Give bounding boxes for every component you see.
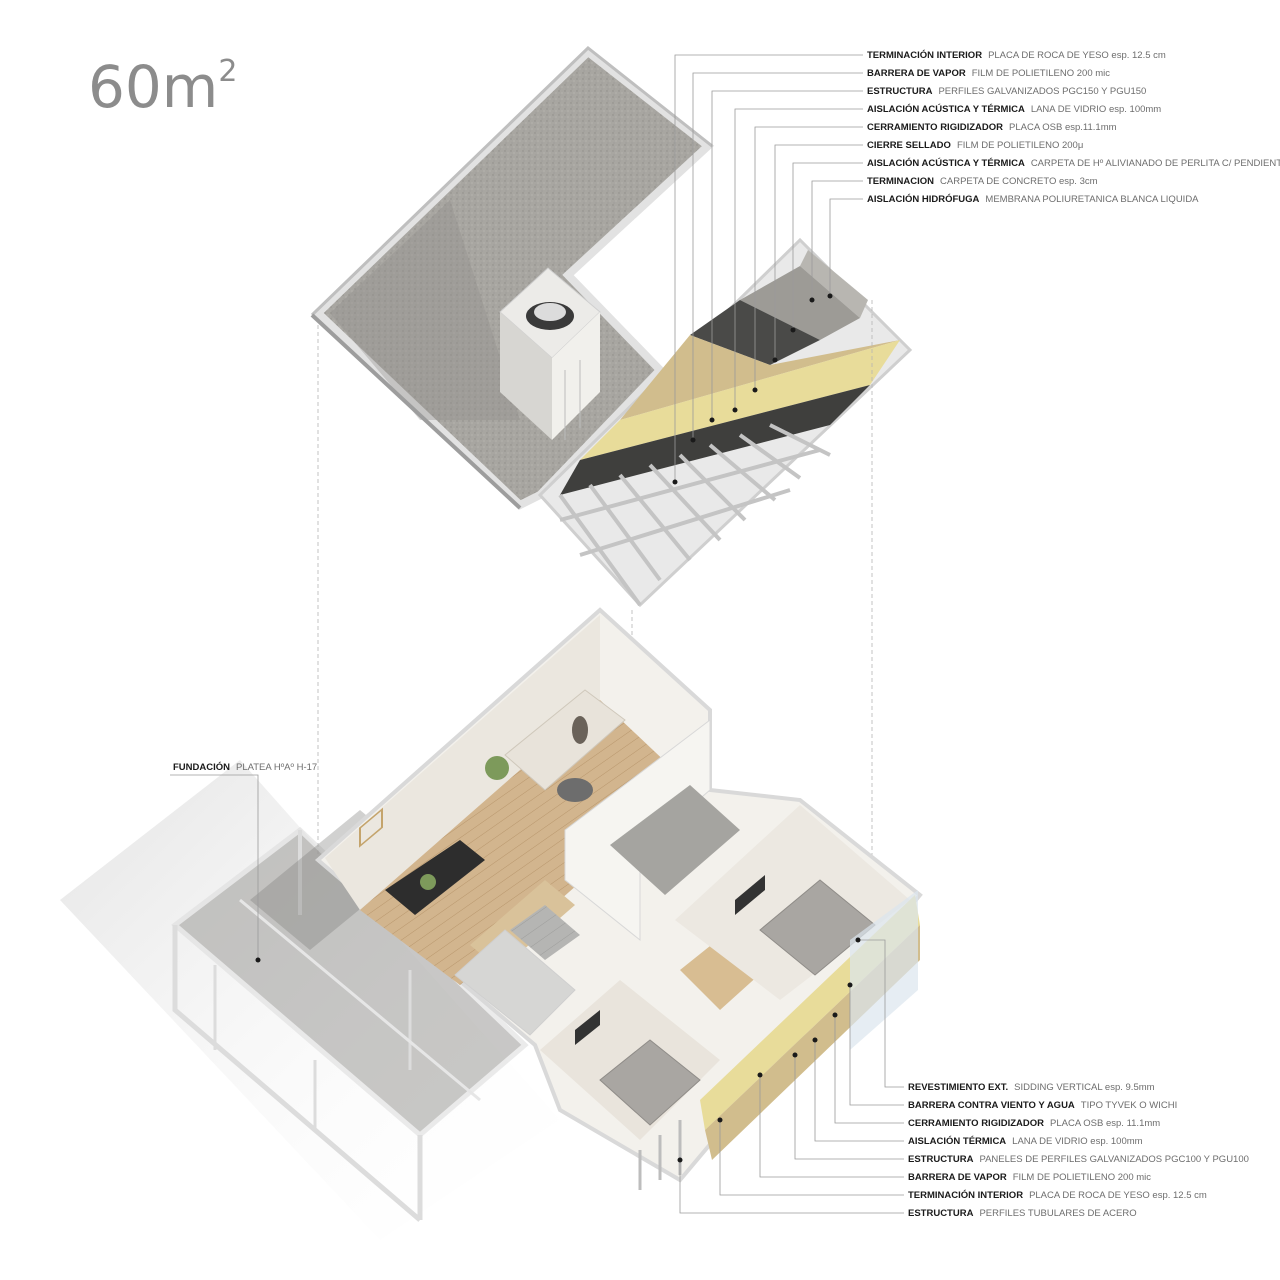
coffee-table (557, 778, 593, 802)
legend-row: BARRERA DE VAPOR FILM DE POLIETILENO 200 … (867, 65, 1280, 83)
legend-row: CERRAMIENTO RIGIDIZADOR PLACA OSB esp. 11… (908, 1115, 1249, 1133)
legend-term: ESTRUCTURA (867, 86, 933, 97)
wall-legend: REVESTIMIENTO EXT. SIDDING VERTICAL esp. … (908, 1079, 1249, 1223)
roof-leader-lines (674, 54, 863, 480)
roof-leader-dots (672, 293, 833, 485)
legend-row: REVESTIMIENTO EXT. SIDDING VERTICAL esp. … (908, 1079, 1249, 1097)
layer-dark-joists (560, 385, 870, 495)
legend-term: BARRERA CONTRA VIENTO Y AGUA (908, 1100, 1075, 1111)
legend-row: CIERRE SELLADO FILM DE POLIETILENO 200μ (867, 137, 1280, 155)
table-plant-icon (420, 874, 436, 890)
legend-row: BARRERA DE VAPOR FILM DE POLIETILENO 200 … (908, 1169, 1249, 1187)
legend-desc: PLACA DE ROCA DE YESO esp. 12.5 cm (1029, 1190, 1207, 1201)
water-tank-enclosure (499, 267, 601, 440)
house-floor-plan (60, 607, 923, 1240)
foundation-desc: PLATEA HºAº H-17 (236, 762, 318, 773)
legend-row: AISLACIÓN TÉRMICA LANA DE VIDRIO esp. 100… (908, 1133, 1249, 1151)
area-value: 60m (88, 53, 219, 121)
legend-row: BARRERA CONTRA VIENTO Y AGUA TIPO TYVEK O… (908, 1097, 1249, 1115)
legend-desc: TIPO TYVEK O WICHI (1080, 1100, 1178, 1111)
roof-slab (310, 46, 913, 608)
dining-table (385, 840, 485, 915)
living-floor (360, 700, 690, 985)
legend-term: ESTRUCTURA (908, 1154, 974, 1165)
legend-row: CERRAMIENTO RIGIDIZADOR PLACA OSB esp.11.… (867, 119, 1280, 137)
legend-desc: FILM DE POLIETILENO 200μ (956, 140, 1084, 151)
bathroom (454, 929, 576, 1036)
legend-desc: PLACA OSB esp.11.1mm (1009, 122, 1117, 133)
area-superscript: 2 (218, 53, 238, 89)
bathroom-fixtures (510, 905, 580, 960)
legend-term: AISLACIÓN TÉRMICA (908, 1136, 1007, 1147)
bed-1 (599, 1039, 701, 1126)
foundation-dot (255, 957, 261, 963)
legend-row: ESTRUCTURA PERFILES TUBULARES DE ACERO (908, 1205, 1249, 1223)
legend-row: AISLACIÓN ACÚSTICA Y TÉRMICA LANA DE VIDR… (867, 101, 1280, 119)
legend-term: REVESTIMIENTO EXT. (908, 1082, 1009, 1093)
legend-row: TERMINACION CARPETA DE CONCRETO esp. 3cm (867, 173, 1280, 191)
legend-term: TERMINACION (867, 176, 935, 187)
exterior-wall-layers (638, 890, 920, 1190)
legend-term: TERMINACIÓN INTERIOR (908, 1190, 1024, 1201)
roof-legend: TERMINACIÓN INTERIOR PLACA DE ROCA DE YES… (867, 47, 1280, 209)
layer-steel-frame (558, 423, 831, 607)
tv-1 (575, 1010, 600, 1045)
foundation-leader (170, 774, 259, 960)
foundation-term: FUNDACIÓN (173, 762, 230, 773)
legend-desc: PLACA OSB esp. 11.1mm (1050, 1118, 1161, 1129)
layer-insulation (580, 340, 900, 460)
roof-layers-cutaway (537, 237, 913, 608)
legend-term: BARRERA DE VAPOR (867, 68, 966, 79)
legend-term: BARRERA DE VAPOR (908, 1172, 1007, 1183)
kitchen-benchtop (610, 785, 740, 895)
plant-icon (485, 756, 509, 780)
legend-row: TERMINACIÓN INTERIOR PLACA DE ROCA DE YES… (867, 47, 1280, 65)
legend-term: CERRAMIENTO RIGIDIZADOR (908, 1118, 1044, 1129)
legend-desc: FILM DE POLIETILENO 200 mic (1012, 1172, 1152, 1183)
legend-row: ESTRUCTURA PERFILES GALVANIZADOS PGC150 Y… (867, 83, 1280, 101)
legend-term: AISLACIÓN ACÚSTICA Y TÉRMICA (867, 104, 1025, 115)
legend-desc: SIDDING VERTICAL esp. 9.5mm (1014, 1082, 1155, 1093)
roof-left-wing (312, 46, 715, 510)
layer-osb (620, 335, 900, 420)
roof-parapet (310, 46, 713, 317)
legend-row: AISLACIÓN ACÚSTICA Y TÉRMICA CARPETA DE H… (867, 155, 1280, 173)
legend-term: CERRAMIENTO RIGIDIZADOR (867, 122, 1003, 133)
layer-membrane (800, 250, 868, 318)
legend-term: ESTRUCTURA (908, 1208, 974, 1219)
legend-row: ESTRUCTURA PANELES DE PERFILES GALVANIZAD… (908, 1151, 1249, 1169)
area-title: 60m2 (88, 56, 237, 116)
legend-desc: PERFILES TUBULARES DE ACERO (979, 1208, 1137, 1219)
wall-art-1 (359, 807, 383, 848)
legend-row: TERMINACIÓN INTERIOR PLACA DE ROCA DE YES… (908, 1187, 1249, 1205)
legend-desc: LANA DE VIDRIO esp. 100mm (1012, 1136, 1143, 1147)
legend-desc: FILM DE POLIETILENO 200 mic (971, 68, 1111, 79)
legend-desc: PANELES DE PERFILES GALVANIZADOS PGC100 … (979, 1154, 1249, 1165)
legend-desc: PERFILES GALVANIZADOS PGC150 Y PGU150 (938, 86, 1147, 97)
legend-desc: PLACA DE ROCA DE YESO esp. 12.5 cm (988, 50, 1166, 61)
legend-desc: LANA DE VIDRIO esp. 100mm (1030, 104, 1162, 115)
layer-concrete (740, 266, 860, 340)
sofa (504, 689, 626, 791)
wall-leader-lines (679, 939, 904, 1214)
legend-desc: MEMBRANA POLIURETANICA BLANCA LIQUIDA (985, 194, 1199, 205)
legend-desc: CARPETA DE Hº ALIVIANADO DE PERLITA C/ P… (1030, 158, 1280, 169)
person-figure (572, 716, 588, 744)
foundation-label: FUNDACIÓN PLATEA HºAº H-17 (173, 759, 317, 777)
legend-term: AISLACIÓN HIDRÓFUGA (867, 194, 980, 205)
legend-desc: CARPETA DE CONCRETO esp. 3cm (940, 176, 1098, 187)
tv-2 (735, 875, 765, 915)
living-wall (325, 615, 600, 910)
wall-leader-dots (677, 937, 861, 1163)
legend-term: AISLACIÓN ACÚSTICA Y TÉRMICA (867, 158, 1025, 169)
legend-row: AISLACIÓN HIDRÓFUGA MEMBRANA POLIURETANIC… (867, 191, 1280, 209)
roof-inner-shadow (330, 200, 520, 420)
legend-term: TERMINACIÓN INTERIOR (867, 50, 983, 61)
roof-parapet-lower (310, 313, 522, 510)
legend-term: CIERRE SELLADO (867, 140, 951, 151)
